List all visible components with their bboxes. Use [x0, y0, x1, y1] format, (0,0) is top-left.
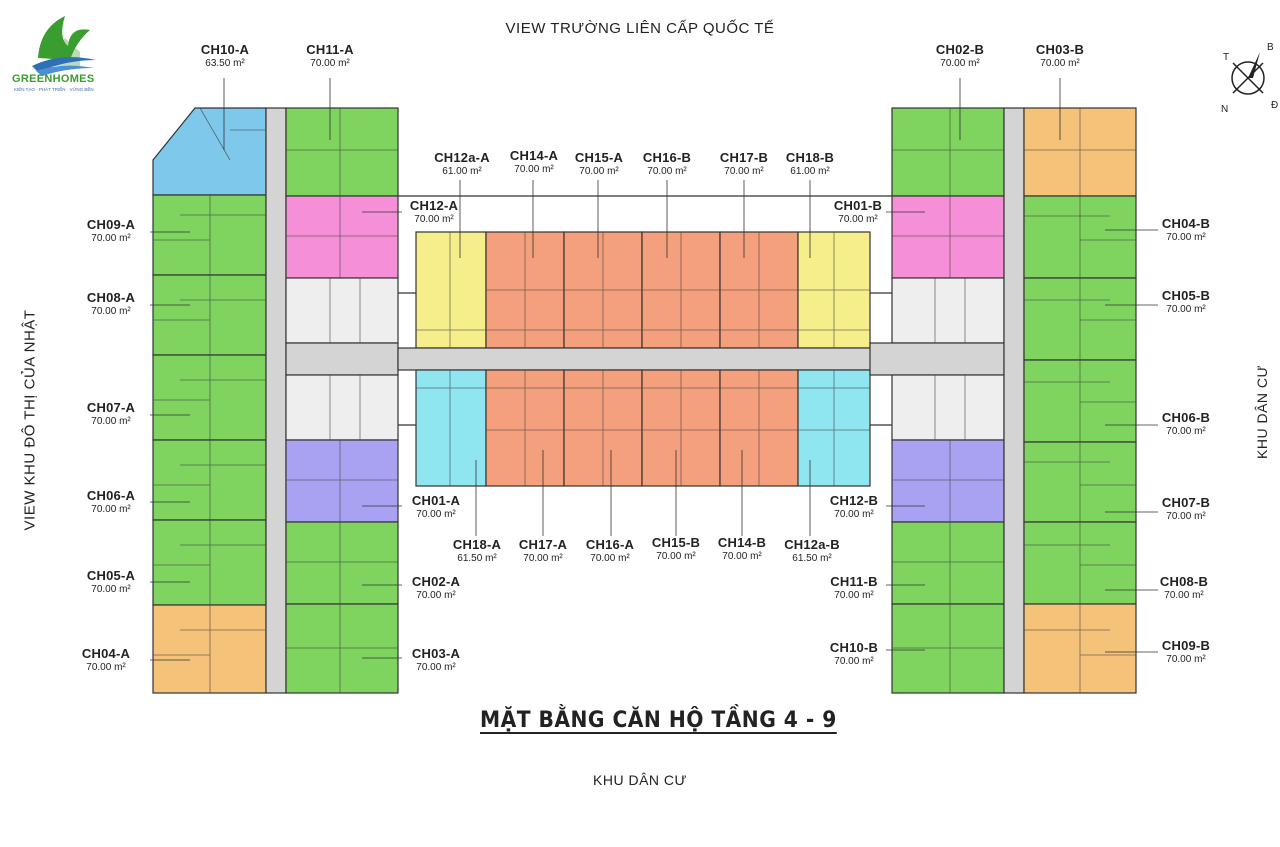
- unit-ch07a: [152, 354, 267, 441]
- core-right-bottom: [891, 374, 1005, 441]
- compass-icon: T N Đ B: [1221, 42, 1278, 115]
- plan-title: MẶT BẰNG CĂN HỘ TẦNG 4 - 9: [480, 708, 837, 733]
- corridor-central: [397, 347, 893, 371]
- unit-ch02a: [285, 521, 399, 605]
- unit-ch10b: [891, 603, 1005, 694]
- compass-letter-b: B: [1267, 42, 1274, 53]
- logo-name: GREENHOMES: [12, 73, 95, 85]
- compass-letter-n: N: [1221, 104, 1228, 115]
- unit-ch09a: [152, 194, 267, 276]
- unit-ch10a: [152, 107, 267, 196]
- unit-ch12aa: [415, 231, 487, 349]
- unit-ch05a: [152, 519, 267, 606]
- unit-ch06a: [152, 439, 267, 521]
- corridor-right-cross: [869, 342, 1005, 376]
- unit-ch03a: [285, 603, 399, 694]
- corridor-left-wing: [265, 107, 287, 694]
- unit-ch02b: [891, 107, 1005, 197]
- corridor-right-wing: [1003, 107, 1025, 694]
- compass-letter-t: T: [1223, 52, 1229, 63]
- core-right-top: [891, 277, 1005, 344]
- unit-ch11a: [285, 107, 399, 197]
- unit-ch12b: [891, 439, 1005, 523]
- unit-ch12a: [285, 195, 399, 279]
- logo-tagline: KIẾN TẠO · PHÁT TRIỂN · VỮNG BỀN: [14, 87, 94, 92]
- unit-ch18a: [415, 369, 487, 487]
- greenhomes-logo: [32, 16, 96, 76]
- unit-ch04a: [152, 604, 267, 694]
- compass-letter-d: Đ: [1271, 100, 1278, 111]
- core-left-top: [285, 277, 399, 344]
- unit-ch01a: [285, 439, 399, 523]
- unit-ch01b: [891, 195, 1005, 279]
- core-left-bottom: [285, 374, 399, 441]
- view-label-top: VIEW TRƯỜNG LIÊN CẤP QUỐC TẾ: [505, 20, 775, 37]
- corridor-left-cross: [285, 342, 399, 376]
- view-label-bottom: KHU DÂN CƯ: [593, 772, 687, 788]
- unit-ch08a: [152, 274, 267, 356]
- unit-ch11b: [891, 521, 1005, 605]
